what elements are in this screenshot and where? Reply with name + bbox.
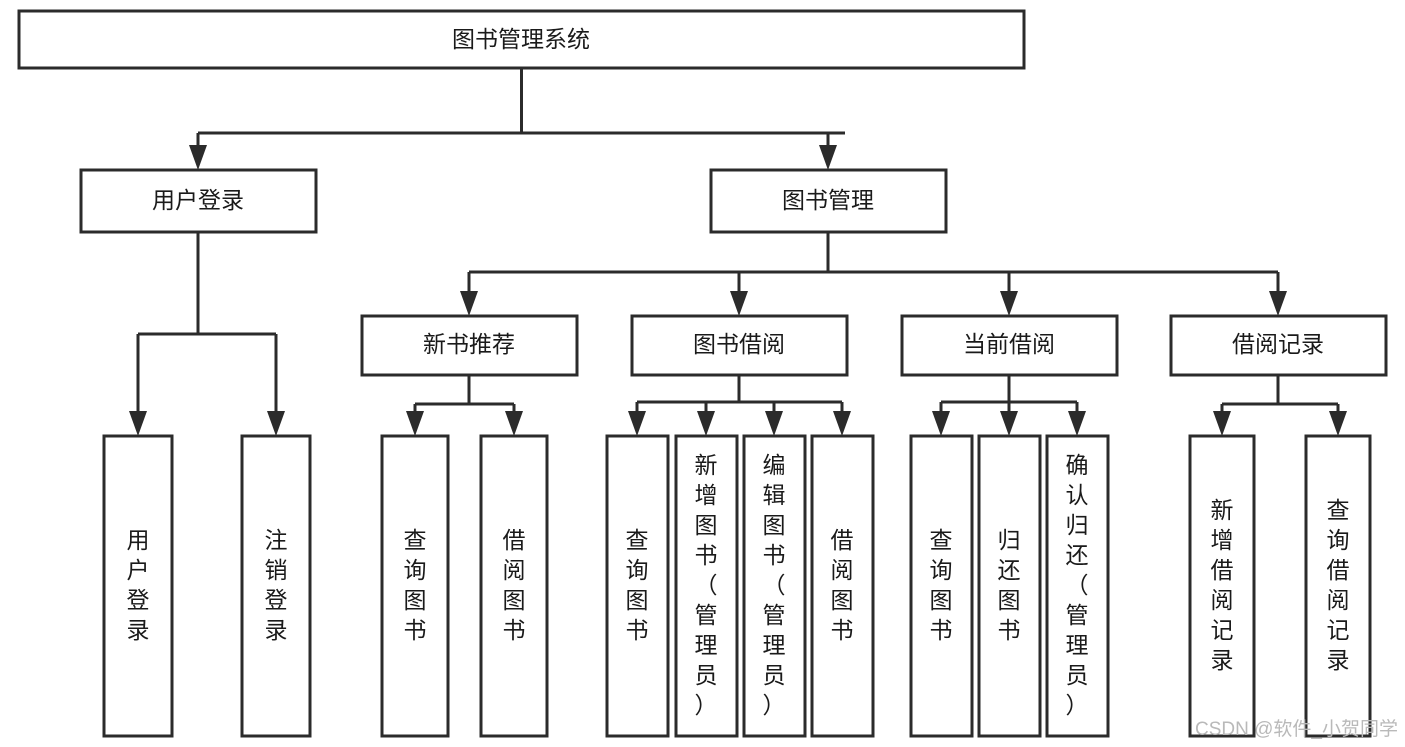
node-leaf-borrow-book-1[interactable]: 借阅图书 [479,434,549,738]
arrow-head-new-book-recommend [460,291,478,316]
node-root-box[interactable] [17,9,1026,70]
node-leaf-query-book-2-label: 查询图书 [626,527,649,643]
node-leaf-return-book-label: 归还图书 [998,527,1021,643]
node-leaf-user-login-box[interactable] [102,434,174,738]
node-book-manage[interactable]: 图书管理 [709,168,948,234]
node-leaf-add-book[interactable]: 新增图书（管理员） [674,434,739,738]
node-leaf-add-record-box[interactable] [1188,434,1256,738]
node-borrow-record-label: 借阅记录 [1232,331,1324,357]
node-leaf-query-book-2-box[interactable] [605,434,670,738]
node-book-borrow[interactable]: 图书借阅 [630,314,849,377]
node-leaf-query-book-3-label: 查询图书 [930,527,953,643]
csdn-watermark: CSDN @软件_小贺同学 [1195,718,1398,740]
connector-layer [129,68,1347,436]
node-leaf-borrow-book-2-label: 借阅图书 [831,527,854,643]
node-leaf-add-book-box[interactable] [674,434,739,738]
node-user-login-box[interactable] [79,168,318,234]
arrow-head-leaf-add-record [1213,411,1231,436]
node-book-borrow-label: 图书借阅 [693,331,785,357]
node-leaf-query-book-1-label: 查询图书 [404,527,427,643]
node-leaf-query-book-3[interactable]: 查询图书 [909,434,974,738]
node-current-borrow-label: 当前借阅 [963,331,1055,357]
arrow-head-leaf-return-book [1000,411,1018,436]
node-root-label: 图书管理系统 [452,26,590,52]
arrow-head-leaf-edit-book [765,411,783,436]
node-current-borrow[interactable]: 当前借阅 [900,314,1119,377]
node-leaf-user-login-label: 用户登录 [127,527,150,643]
node-leaf-query-record[interactable]: 查询借阅记录 [1304,434,1372,738]
arrow-head-leaf-query-book-3 [932,411,950,436]
arrow-head-leaf-query-book-1 [406,411,424,436]
node-leaf-edit-book[interactable]: 编辑图书（管理员） [742,434,807,738]
node-new-book-recommend-label: 新书推荐 [423,331,515,357]
node-leaf-logout-login-label: 注销登录 [265,527,288,643]
arrow-head-leaf-borrow-book-2 [833,411,851,436]
arrow-head-leaf-user-login [129,411,147,436]
node-leaf-borrow-book-1-label: 借阅图书 [503,527,526,643]
node-current-borrow-box[interactable] [900,314,1119,377]
node-new-book-recommend-box[interactable] [360,314,579,377]
node-leaf-query-record-box[interactable] [1304,434,1372,738]
node-leaf-query-book-2[interactable]: 查询图书 [605,434,670,738]
node-leaf-query-book-1-box[interactable] [380,434,450,738]
node-leaf-add-book-label: 新增图书（管理员） [695,452,718,718]
arrow-head-leaf-confirm-return [1068,411,1086,436]
node-leaf-add-record[interactable]: 新增借阅记录 [1188,434,1256,738]
node-book-borrow-box[interactable] [630,314,849,377]
arrow-head-current-borrow [1000,291,1018,316]
arrow-head-leaf-add-book [697,411,715,436]
arrow-head-book-borrow [730,291,748,316]
node-leaf-query-book-3-box[interactable] [909,434,974,738]
node-leaf-return-book[interactable]: 归还图书 [977,434,1042,738]
arrow-head-leaf-logout-login [267,411,285,436]
node-root[interactable]: 图书管理系统 [17,9,1026,70]
arrow-head-leaf-query-record [1329,411,1347,436]
node-leaf-logout-login[interactable]: 注销登录 [240,434,312,738]
arrow-head-borrow-record [1269,291,1287,316]
node-leaf-user-login[interactable]: 用户登录 [102,434,174,738]
node-leaf-return-book-box[interactable] [977,434,1042,738]
arrow-head-leaf-borrow-book-1 [505,411,523,436]
node-leaf-confirm-return-label: 确认归还（管理员） [1066,452,1089,718]
node-user-login[interactable]: 用户登录 [79,168,318,234]
node-leaf-add-record-label: 新增借阅记录 [1211,497,1234,673]
arrow-head-leaf-query-book-2 [628,411,646,436]
node-leaf-logout-login-box[interactable] [240,434,312,738]
node-leaf-query-book-1[interactable]: 查询图书 [380,434,450,738]
node-leaf-borrow-book-1-box[interactable] [479,434,549,738]
node-borrow-record[interactable]: 借阅记录 [1169,314,1388,377]
node-book-manage-label: 图书管理 [782,187,874,213]
node-leaf-confirm-return[interactable]: 确认归还（管理员） [1045,434,1110,738]
arrow-head-book-manage [819,145,837,170]
node-book-manage-box[interactable] [709,168,948,234]
node-borrow-record-box[interactable] [1169,314,1388,377]
node-leaf-confirm-return-box[interactable] [1045,434,1110,738]
node-new-book-recommend[interactable]: 新书推荐 [360,314,579,377]
node-user-login-label: 用户登录 [152,187,244,213]
node-leaf-query-record-label: 查询借阅记录 [1327,497,1350,673]
node-leaf-edit-book-label: 编辑图书（管理员） [763,452,786,718]
node-leaf-edit-book-box[interactable] [742,434,807,738]
node-leaf-borrow-book-2-box[interactable] [810,434,875,738]
arrow-head-user-login [189,145,207,170]
node-leaf-borrow-book-2[interactable]: 借阅图书 [810,434,875,738]
